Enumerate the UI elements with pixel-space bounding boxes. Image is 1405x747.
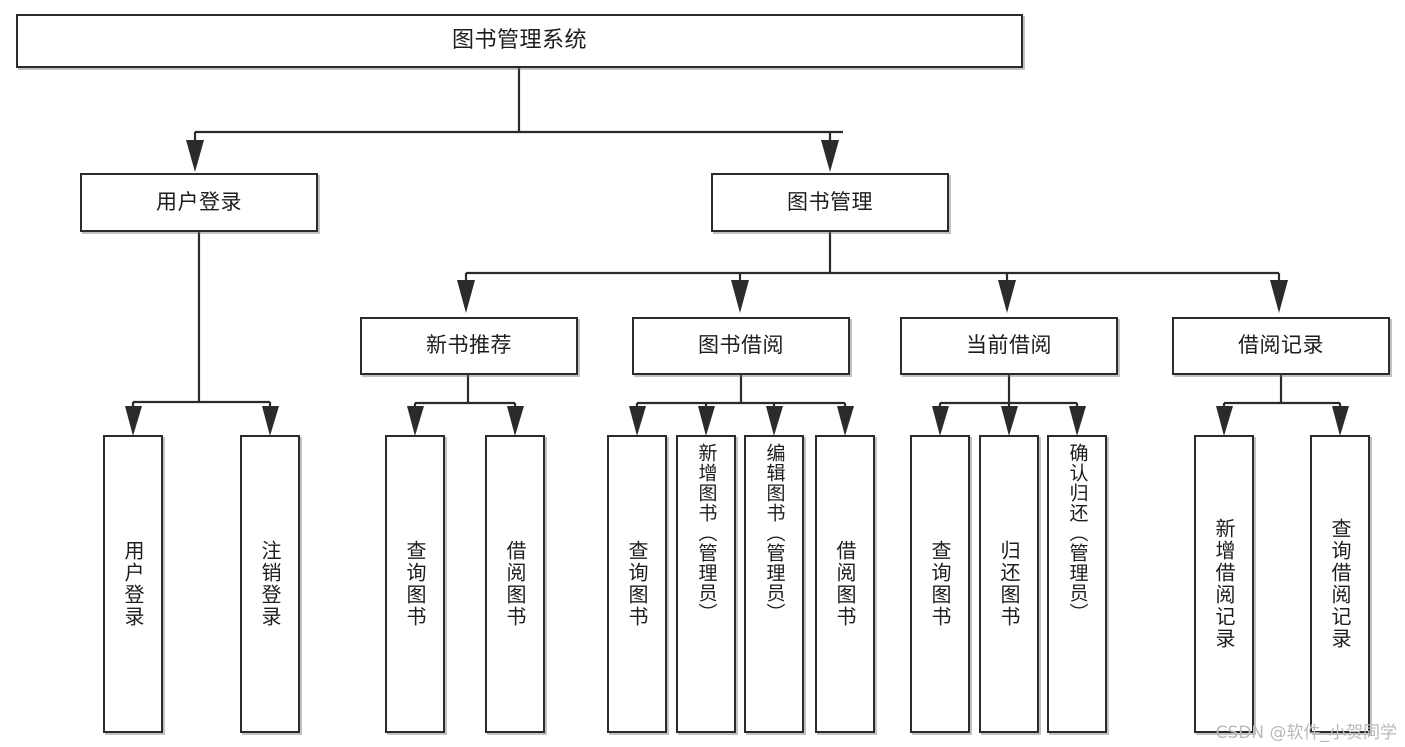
node-book-manage-label: 图书管理 [787,189,873,214]
node-book-borrow-label: 图书借阅 [698,333,784,358]
node-leaf-edit-book-label: 编辑图书（管理员） [763,443,786,623]
node-leaf-return-book[interactable]: 归还图书 [979,435,1039,733]
node-current-borrow-label: 当前借阅 [966,333,1052,358]
node-leaf-confirm-return-label: 确认归还（管理员） [1066,443,1089,623]
node-leaf-query-record-label: 查询借阅记录 [1328,518,1352,650]
node-leaf-borrow-book-1-label: 借阅图书 [503,540,527,628]
arrowhead-new-book-rec [457,280,475,313]
node-leaf-query-book-1-label: 查询图书 [403,540,427,628]
arrowhead-book-borrow [731,280,749,313]
node-new-book-rec-label: 新书推荐 [426,333,512,358]
arrowhead-user-login [186,140,204,172]
arrowhead-leaf-query-book-2 [629,406,646,436]
csdn-watermark: CSDN @软件_小贺同学 [1215,723,1397,743]
node-leaf-query-book-1[interactable]: 查询图书 [385,435,445,733]
node-leaf-logout-label: 注销登录 [258,540,282,628]
node-leaf-query-book-2-label: 查询图书 [625,540,649,628]
arrowhead-leaf-add-book [698,406,715,436]
arrowhead-leaf-edit-book [766,406,783,436]
node-leaf-borrow-book-2-label: 借阅图书 [833,540,857,628]
node-leaf-return-book-label: 归还图书 [997,540,1021,628]
node-leaf-add-record-label: 新增借阅记录 [1212,518,1236,650]
node-leaf-borrow-book-2[interactable]: 借阅图书 [815,435,875,733]
arrowhead-leaf-return-book [1001,406,1018,436]
node-leaf-add-book-label: 新增图书（管理员） [695,443,718,623]
node-leaf-query-book-3[interactable]: 查询图书 [910,435,970,733]
arrowhead-current-borrow [998,280,1016,313]
node-borrow-record-label: 借阅记录 [1238,333,1324,358]
node-leaf-user-login-label: 用户登录 [121,540,145,628]
arrowhead-leaf-borrow-book-2 [837,406,854,436]
arrowhead-leaf-confirm-return [1069,406,1086,436]
node-user-login-label: 用户登录 [156,189,242,214]
node-leaf-user-login[interactable]: 用户登录 [103,435,163,733]
node-current-borrow[interactable]: 当前借阅 [900,317,1118,375]
node-leaf-borrow-book-1[interactable]: 借阅图书 [485,435,545,733]
arrowhead-leaf-borrow-book-1 [507,406,524,436]
node-leaf-logout[interactable]: 注销登录 [240,435,300,733]
arrowhead-leaf-query-record [1332,406,1349,436]
node-leaf-confirm-return[interactable]: 确认归还（管理员） [1047,435,1107,733]
node-borrow-record[interactable]: 借阅记录 [1172,317,1390,375]
node-leaf-query-record[interactable]: 查询借阅记录 [1310,435,1370,733]
arrowhead-leaf-add-record [1216,406,1233,436]
node-user-login[interactable]: 用户登录 [80,173,318,232]
node-book-manage[interactable]: 图书管理 [711,173,949,232]
node-root-label: 图书管理系统 [451,27,587,53]
arrowhead-book-manage [821,140,839,172]
arrowhead-leaf-logout [262,406,279,436]
node-leaf-add-book[interactable]: 新增图书（管理员） [676,435,736,733]
node-leaf-edit-book[interactable]: 编辑图书（管理员） [744,435,804,733]
node-book-borrow[interactable]: 图书借阅 [632,317,850,375]
arrowhead-leaf-user-login [125,406,142,436]
arrowhead-borrow-record [1270,280,1288,313]
node-leaf-query-book-2[interactable]: 查询图书 [607,435,667,733]
arrowhead-leaf-query-book-3 [932,406,949,436]
node-root[interactable]: 图书管理系统 [16,14,1023,68]
node-leaf-query-book-3-label: 查询图书 [928,540,952,628]
node-new-book-rec[interactable]: 新书推荐 [360,317,578,375]
arrowhead-leaf-query-book-1 [407,406,424,436]
node-leaf-add-record[interactable]: 新增借阅记录 [1194,435,1254,733]
